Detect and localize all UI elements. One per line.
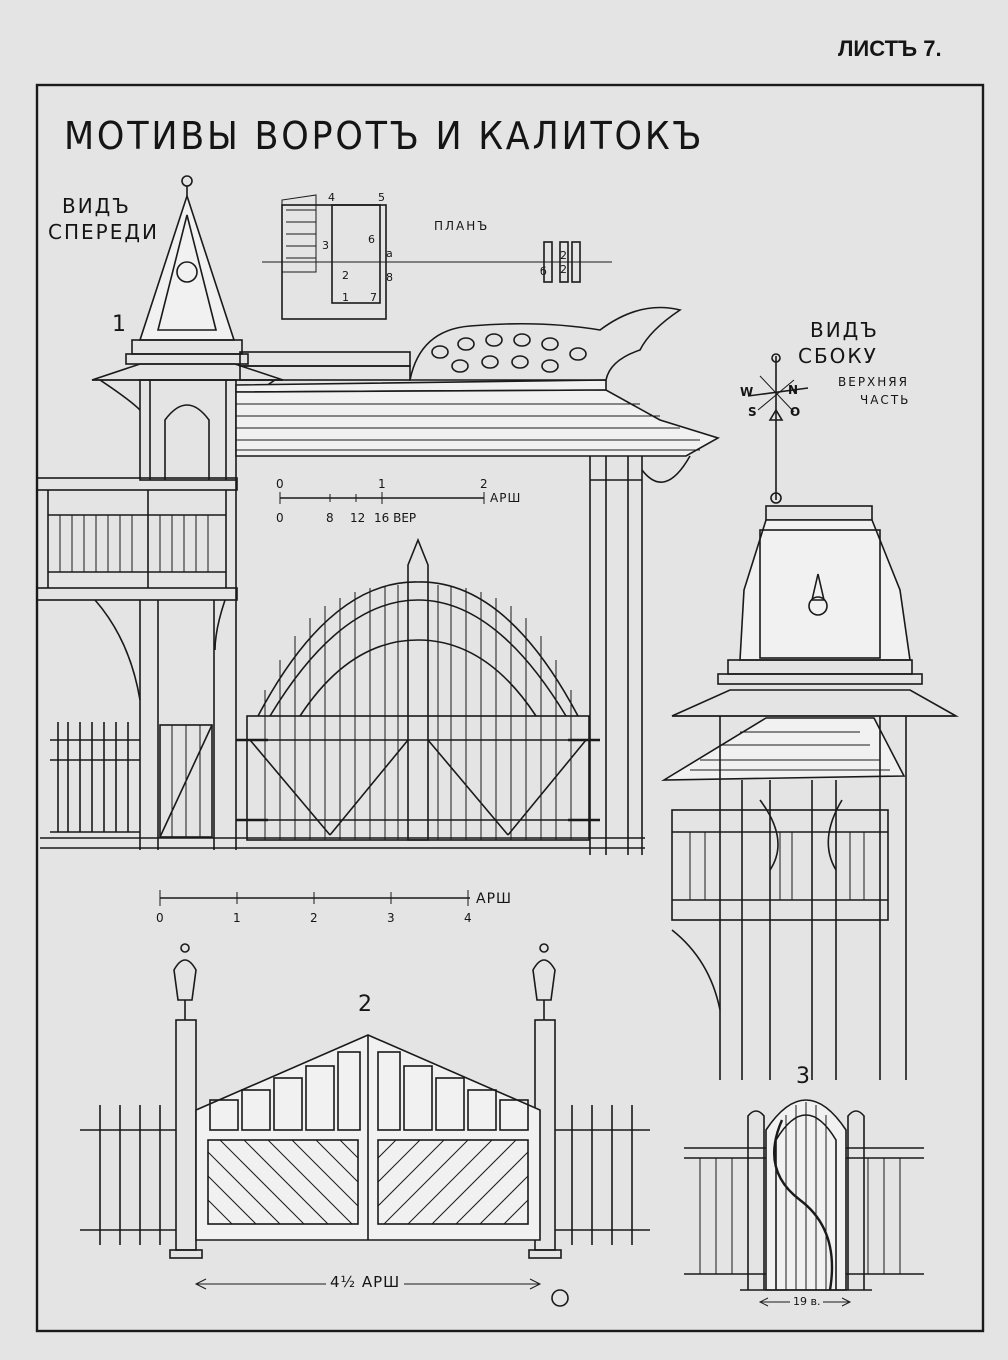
figure1-number: 1 (112, 312, 128, 337)
figure1-plan (262, 194, 612, 320)
small-scale-top-tick: 2 (480, 477, 488, 491)
figure3-wicket (684, 1099, 924, 1307)
main-scale-tick: 1 (233, 911, 241, 925)
plan-mark: 1 (342, 291, 349, 304)
figure1-side-view (661, 353, 960, 1080)
main-scale-tick: 2 (310, 911, 318, 925)
small-scale-bottom-tick: 8 (326, 511, 334, 525)
compass-north: N (788, 383, 799, 397)
figure1-front-view (36, 175, 721, 855)
sheet-number: ЛИСТЪ 7. (838, 36, 942, 61)
small-scale-bottom-tick: 16 ВЕР (374, 511, 417, 525)
plan-mark: 2 (560, 249, 567, 262)
front-view-label-line2: СПЕРЕДИ (48, 220, 159, 244)
small-scale-top-tick: 0 (276, 477, 284, 491)
plan-mark: 8 (386, 271, 393, 284)
main-scale-unit: АРШ (476, 891, 512, 907)
main-scale (159, 890, 470, 906)
plan-mark: 6 (368, 233, 375, 246)
small-scale-top-tick: 1 (378, 477, 386, 491)
small-scale-bottom-tick: 12 (350, 511, 366, 525)
figure2-width-dimension: 4½ АРШ (326, 1275, 405, 1290)
sheet-frame (35, 83, 985, 1333)
compass-south: S (748, 405, 757, 419)
plan-label: ПЛАНЪ (434, 219, 490, 233)
plan-mark: a (386, 247, 393, 260)
side-view-label-line2: СБОКУ (798, 344, 878, 368)
plan-mark: 3 (322, 239, 329, 252)
plan-mark: 4 (328, 191, 335, 204)
plan-mark: 7 (370, 291, 377, 304)
figure1-small-scale (279, 492, 485, 504)
upper-part-label-line1: ВЕРХНЯЯ (838, 375, 909, 389)
plan-mark: 2 (342, 269, 349, 282)
upper-part-label-line2: ЧАСТЬ (860, 393, 911, 407)
main-scale-tick: 3 (387, 911, 395, 925)
figure3-number: 3 (796, 1064, 812, 1089)
plan-mark: 2 (560, 263, 567, 276)
figure2-gate (80, 943, 650, 1307)
figure3-width-dimension: 19 в. (790, 1296, 824, 1307)
side-view-label-line1: ВИДЪ (810, 318, 879, 342)
compass-west: W (740, 385, 754, 399)
plan-mark: б (540, 265, 547, 278)
plan-mark: 5 (378, 191, 385, 204)
main-scale-tick: 4 (464, 911, 472, 925)
figure2-number: 2 (358, 992, 374, 1017)
compass-east: O (790, 405, 801, 419)
main-scale-tick: 0 (156, 911, 164, 925)
small-scale-unit: АРШ (490, 491, 522, 505)
small-scale-bottom-tick: 0 (276, 511, 284, 525)
sheet-title: МОТИВЫ ВОРОТЪ И КАЛИТОКЪ (64, 114, 705, 158)
front-view-label-line1: ВИДЪ (62, 194, 131, 218)
